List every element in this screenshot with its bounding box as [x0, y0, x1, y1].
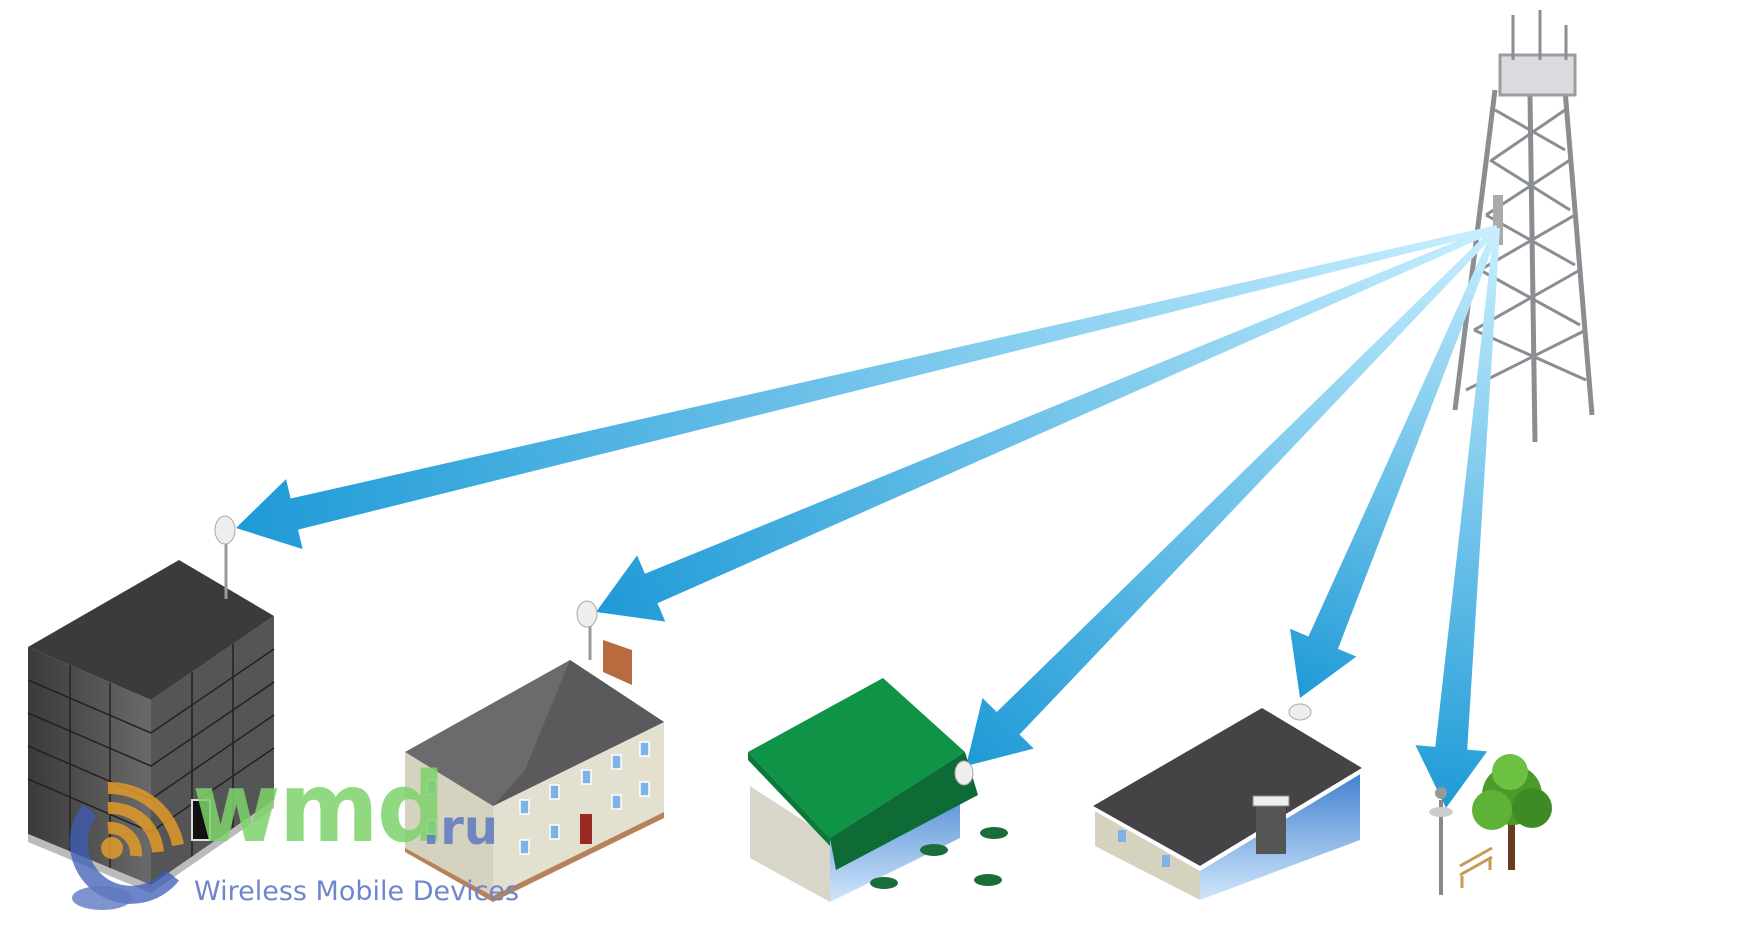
signal-arrow-to-house — [596, 225, 1499, 622]
cell-tower — [1452, 10, 1595, 443]
antenna-dish-icon — [954, 760, 974, 786]
store-sign — [1252, 795, 1290, 807]
store — [1093, 703, 1362, 900]
signal-arrow-to-cafe — [966, 225, 1500, 767]
door — [1256, 804, 1286, 854]
signal-arrow-to-store — [1289, 226, 1500, 698]
wmd-logo: wmd .ru Wireless Mobile Devices — [60, 760, 530, 920]
bench — [1459, 846, 1493, 888]
tree — [1472, 754, 1552, 870]
antenna-dish-icon — [214, 515, 236, 545]
signal-arrow-to-street-lamp — [1415, 227, 1500, 808]
antenna-dish-icon — [576, 600, 598, 628]
door — [191, 799, 211, 841]
wifi-logo-icon — [69, 781, 184, 910]
antenna-dish-icon — [1288, 703, 1312, 721]
door — [580, 814, 592, 844]
logo-name: wmd — [192, 752, 445, 864]
signal-arrows — [236, 225, 1500, 808]
signal-arrow-to-office-building — [236, 225, 1498, 550]
house — [405, 600, 664, 902]
logo-tld: .ru — [422, 800, 499, 856]
office-building — [27, 515, 275, 893]
cafe — [748, 678, 1008, 902]
logo-tagline: Wireless Mobile Devices — [194, 876, 520, 907]
street-lamp — [1429, 787, 1453, 895]
